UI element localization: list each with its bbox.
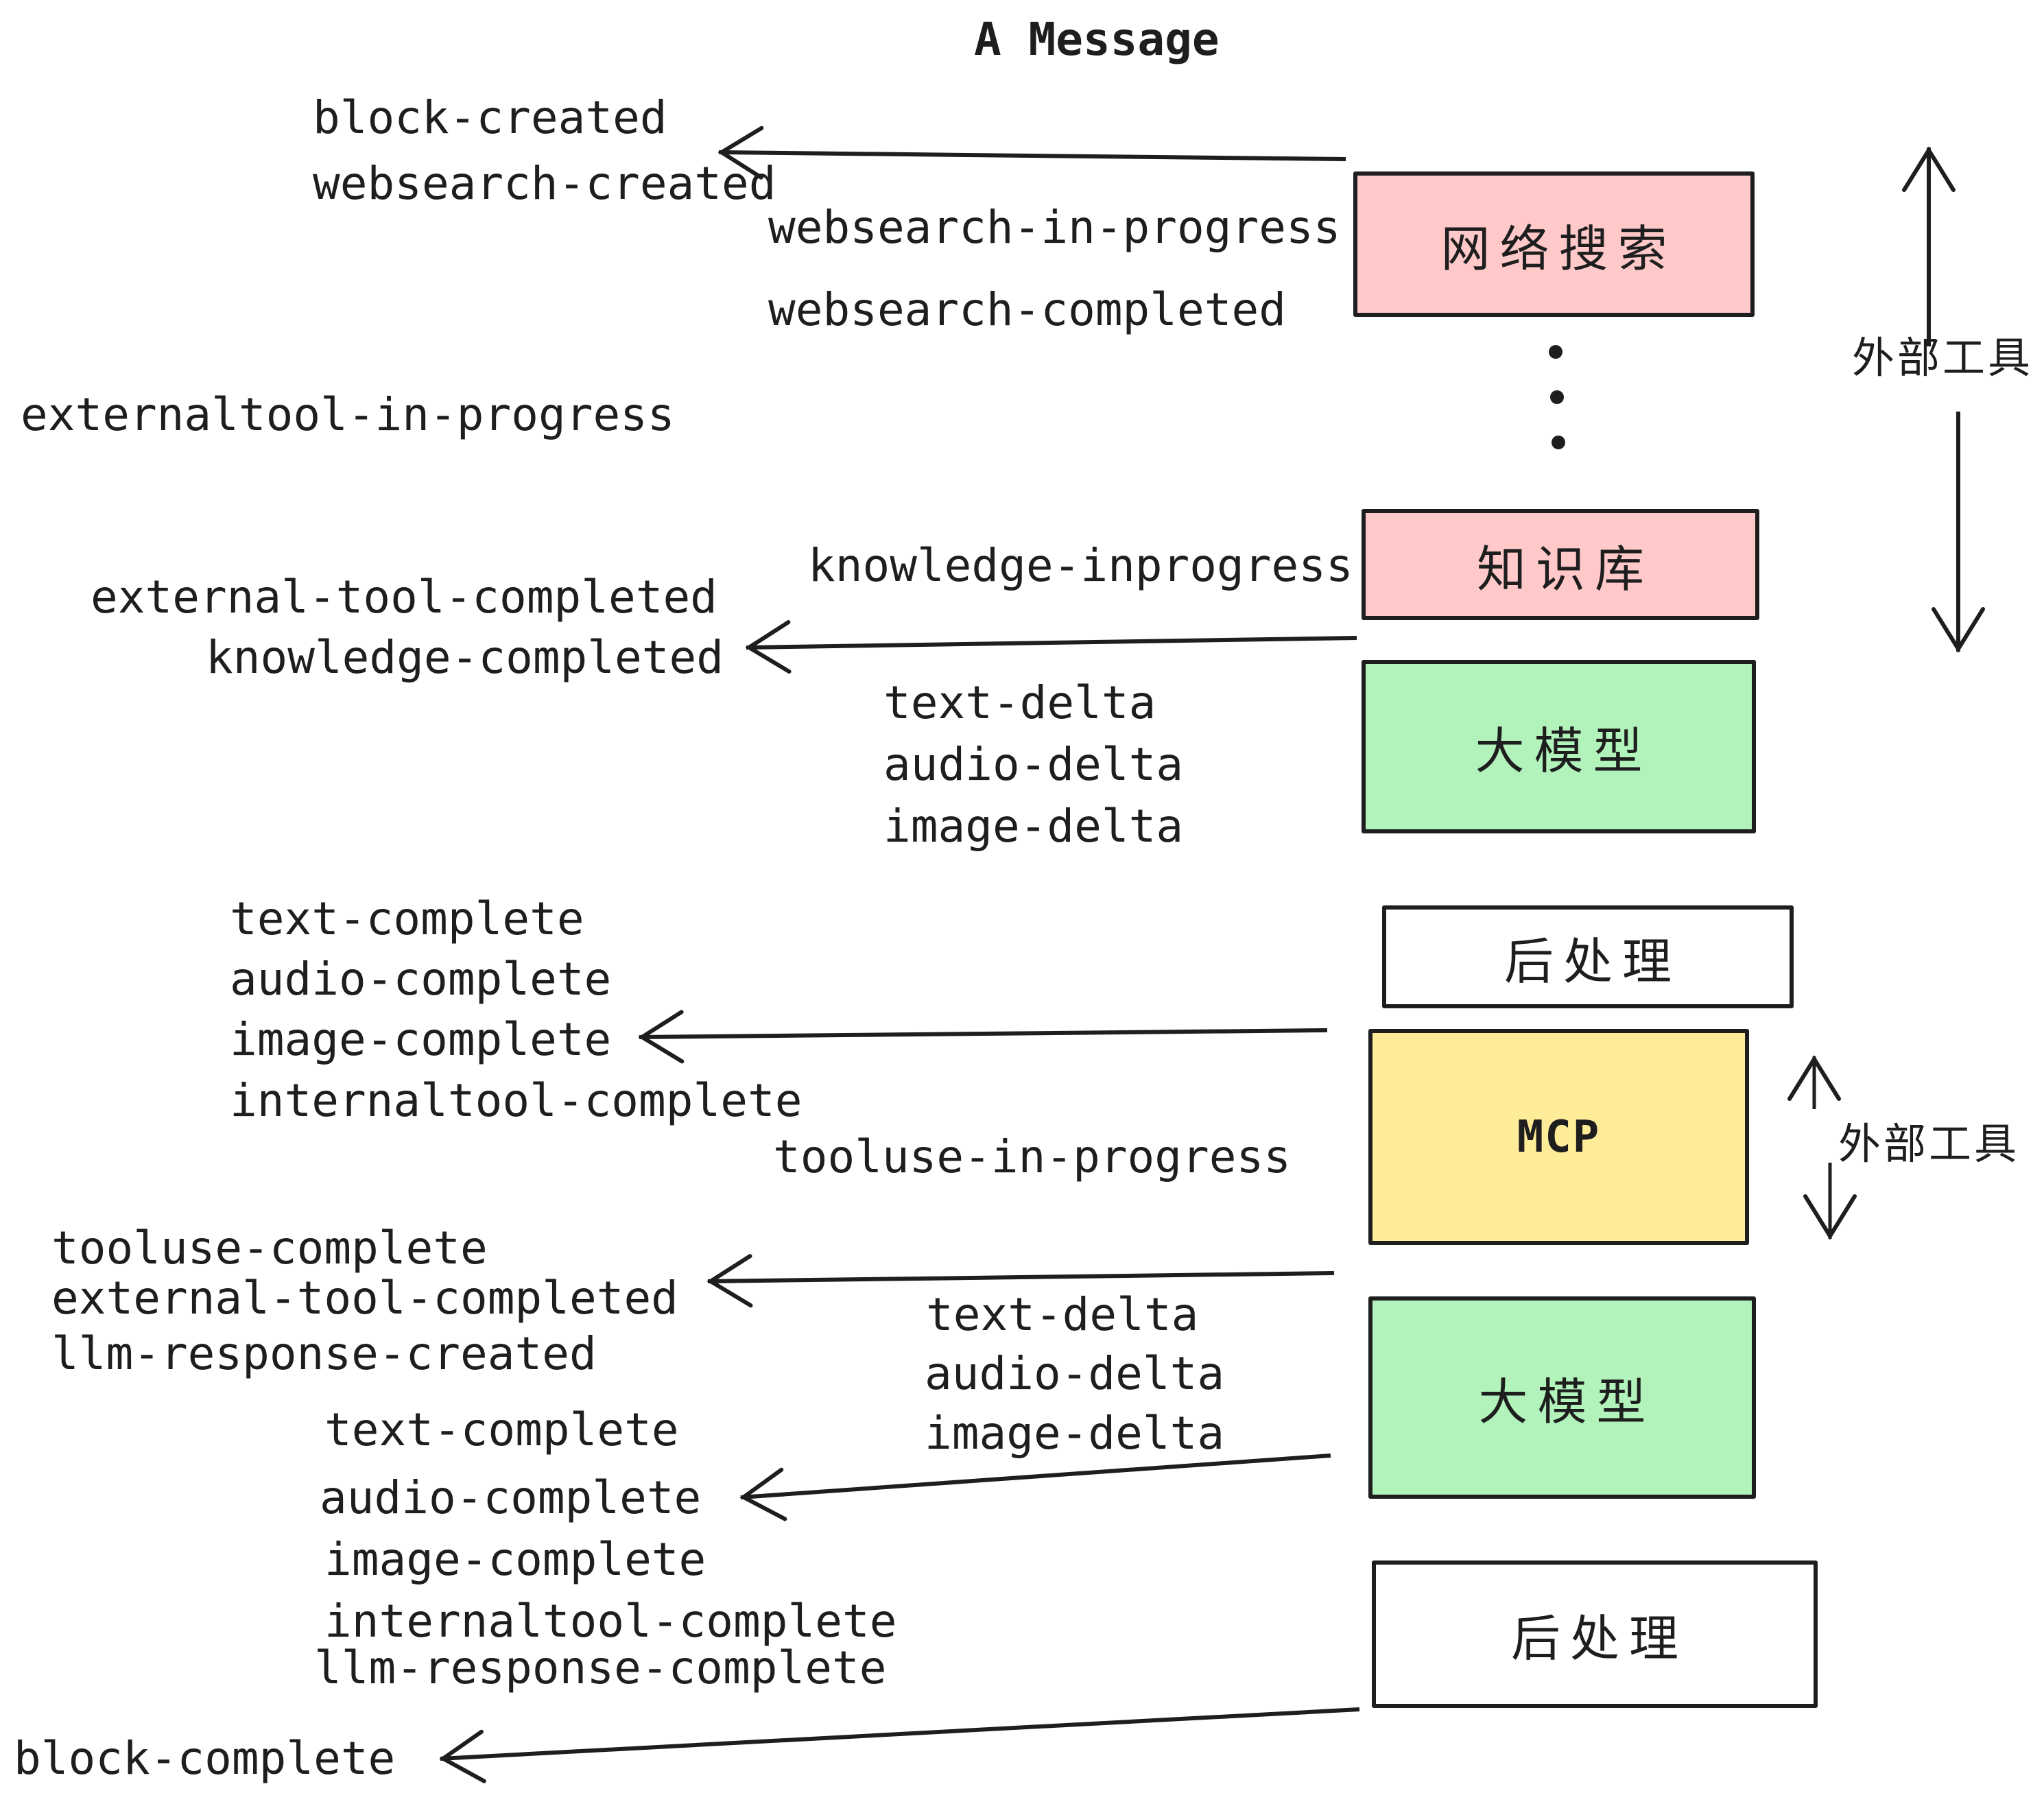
event-label-audio-delta: audio-delta <box>883 738 1184 791</box>
box-llm-2-label: 大模型 <box>1478 1373 1656 1431</box>
event-label-external-tool-completed: external-tool-completed <box>91 571 717 624</box>
event-label-text-delta-2: text-delta <box>926 1288 1199 1341</box>
event-label-websearch-created: websearch-created <box>313 157 776 210</box>
arrow-websearch-to-block-created <box>717 126 1346 180</box>
ellipsis-dot <box>1550 390 1564 404</box>
event-label-audio-delta-2: audio-delta <box>925 1347 1225 1400</box>
arrow-knowledge-to-knowledge-completed <box>745 620 1357 674</box>
ellipsis-dot <box>1549 345 1562 359</box>
event-label-tooluse-in-progress: tooluse-in-progress <box>773 1130 1291 1183</box>
page-title: A Message <box>974 13 1220 66</box>
arrow-mcp-to-tooluse-complete <box>706 1254 1335 1308</box>
event-label-external-tool-completed-2: external-tool-completed <box>51 1272 678 1325</box>
event-label-audio-complete-2: audio-complete <box>320 1471 702 1524</box>
event-label-block-created: block-created <box>313 91 667 144</box>
box-llm-1: 大模型 <box>1362 660 1756 833</box>
event-label-llm-response-complete: llm-response-complete <box>314 1641 887 1694</box>
event-label-text-complete: text-complete <box>230 892 584 945</box>
event-label-image-delta-2: image-delta <box>925 1407 1225 1460</box>
box-postprocess-1: 后处理 <box>1382 905 1794 1008</box>
event-label-websearch-in-progress: websearch-in-progress <box>768 201 1341 254</box>
box-postprocess-1-label: 后处理 <box>1504 932 1681 990</box>
external-tools-label-top: 外部工具 <box>1852 333 2034 383</box>
event-label-image-complete: image-complete <box>230 1013 612 1066</box>
event-label-text-delta: text-delta <box>883 676 1156 729</box>
event-label-tooluse-complete: tooluse-complete <box>51 1222 488 1274</box>
box-knowledge: 知识库 <box>1362 509 1759 620</box>
arrow-postprocess-to-block-complete <box>439 1707 1360 1783</box>
box-postprocess-2: 后处理 <box>1372 1560 1818 1708</box>
arrow-llm2-to-audio-complete <box>739 1453 1331 1521</box>
box-websearch: 网络搜索 <box>1353 171 1755 317</box>
box-postprocess-2-label: 后处理 <box>1510 1610 1688 1667</box>
event-label-knowledge-inprogress: knowledge-inprogress <box>808 539 1353 592</box>
box-knowledge-label: 知识库 <box>1476 540 1654 598</box>
box-websearch-label: 网络搜索 <box>1440 219 1677 278</box>
event-label-llm-response-created: llm-response-created <box>51 1327 597 1380</box>
box-llm-1-label: 大模型 <box>1475 722 1652 780</box>
event-label-internaltool-complete: internaltool-complete <box>230 1074 803 1127</box>
event-label-externaltool-in-progress: externaltool-in-progress <box>21 388 675 441</box>
ellipsis-dot <box>1552 436 1565 449</box>
box-mcp: MCP <box>1368 1029 1749 1245</box>
event-label-knowledge-completed: knowledge-completed <box>206 631 724 684</box>
box-mcp-label: MCP <box>1517 1111 1601 1163</box>
event-label-image-delta: image-delta <box>883 800 1184 853</box>
event-label-audio-complete: audio-complete <box>230 953 612 1006</box>
event-label-internaltool-complete-2: internaltool-complete <box>324 1595 897 1648</box>
event-label-block-complete: block-complete <box>14 1732 396 1785</box>
event-label-websearch-completed: websearch-completed <box>768 283 1286 336</box>
external-tools-label-mcp: 外部工具 <box>1838 1119 2020 1169</box>
box-llm-2: 大模型 <box>1368 1296 1756 1499</box>
event-label-text-complete-2: text-complete <box>324 1403 679 1456</box>
arrow-llm-to-image-complete <box>638 1010 1328 1064</box>
event-label-image-complete-2: image-complete <box>324 1533 706 1586</box>
